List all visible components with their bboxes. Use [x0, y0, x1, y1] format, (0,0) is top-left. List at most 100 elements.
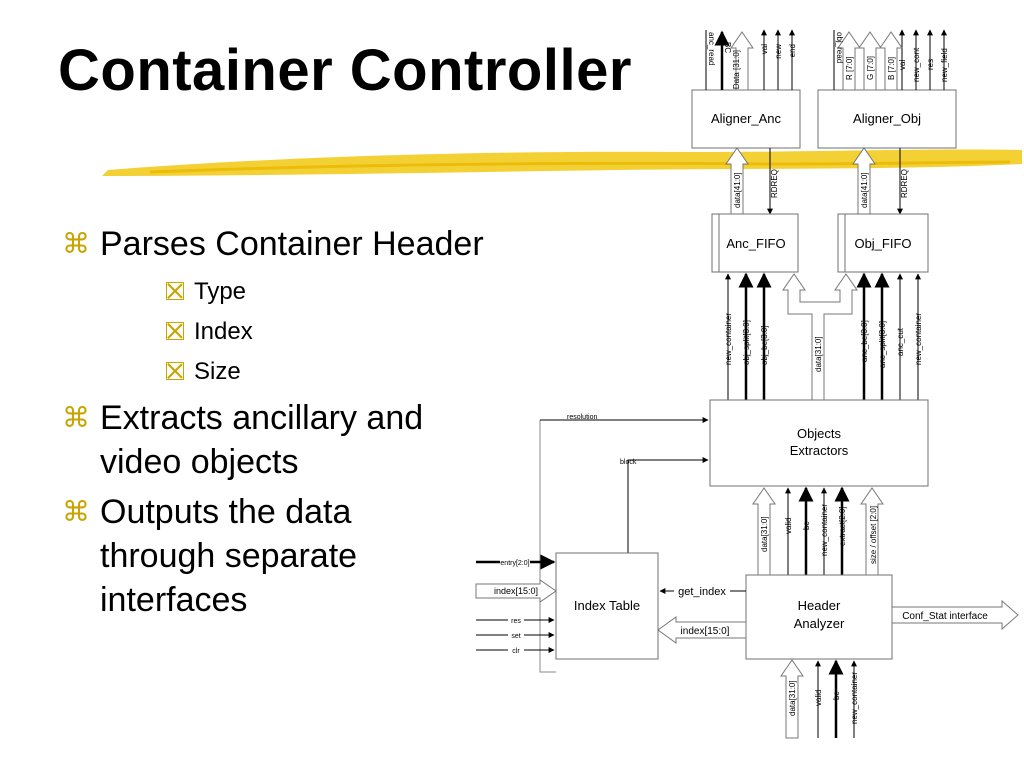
signal-label: data[41:0]	[860, 172, 869, 208]
aligner-obj-label: Aligner_Obj	[853, 111, 921, 126]
signal-label: entry[2:0]	[500, 560, 529, 567]
sub-bullet-text: Type	[194, 278, 247, 305]
bullet-text: Parses Container Header	[100, 225, 484, 263]
header-analyzer-label: Analyzer	[794, 616, 845, 631]
signal-label: get_index	[678, 586, 726, 598]
obj-fifo-block	[837, 213, 929, 273]
signal-label: data[31:0]	[814, 336, 823, 372]
signal-label: bc	[802, 522, 811, 530]
signal-label: extract[2:0]	[838, 506, 847, 546]
sub-bullet-text: Index	[194, 318, 253, 345]
slide-title: Container Controller	[58, 38, 632, 103]
aligner-anc-signals	[705, 29, 795, 90]
data-bus-arrow	[780, 659, 804, 739]
signal-label: RDREQ	[900, 169, 909, 198]
signal-label: BC	[723, 42, 732, 53]
signal-label: R [7:0]	[845, 56, 854, 80]
obj-fifo-label: Obj_FIFO	[854, 236, 911, 251]
signal-label: resolution	[567, 414, 597, 421]
data-bus-split-arrow	[782, 273, 858, 401]
signal-label: res	[511, 618, 521, 625]
signal-label: anc_read	[707, 32, 716, 65]
entry-label-bg	[500, 557, 530, 567]
data-bus-arrow	[879, 31, 903, 91]
anc-fifo-block	[711, 213, 799, 273]
signal-label: index[15:0]	[494, 586, 538, 596]
signal-label: Data [31:0]	[732, 50, 741, 89]
bullet-item: ⌘ Parses Container Header	[62, 222, 582, 266]
data-bus-arrow	[752, 487, 776, 576]
signal-label: set	[511, 633, 520, 640]
bullet-item: ⌘ Outputs the data through separate inte…	[62, 490, 430, 622]
sub-bullet-item: Size	[166, 352, 582, 392]
signal-label: new_container	[724, 313, 733, 365]
data-bus-arrow	[837, 31, 861, 91]
index-bus-arrow	[475, 579, 557, 603]
signal-label: val	[760, 44, 769, 54]
bullet-text: Extracts ancillary and video objects	[100, 399, 424, 481]
highlight-brush-stroke	[149, 160, 1011, 174]
bullet-text: Outputs the data through separate interf…	[100, 493, 358, 619]
aligner-obj-signals	[833, 29, 947, 90]
header-analyzer-label: Header	[798, 598, 841, 613]
fifo-input-signals	[725, 272, 921, 400]
aligner-anc-label: Aligner_Anc	[711, 111, 782, 126]
signal-label: Conf_Stat interface	[902, 611, 988, 622]
signal-label: bc	[832, 692, 841, 700]
signal-label: clr	[512, 648, 520, 655]
signal-label: obj_be[3:0]	[760, 325, 769, 365]
objects-extractors-label: Extractors	[790, 443, 849, 458]
command-key-icon: ⌘	[62, 227, 90, 260]
sub-bullet-item: Index	[166, 312, 582, 352]
signal-label: valid	[814, 690, 823, 706]
extractor-side-signals	[539, 417, 709, 673]
aligner-obj-block	[817, 89, 957, 149]
signal-label: block	[620, 459, 637, 466]
analyzer-input-signals	[815, 659, 857, 738]
signal-label: data[31:0]	[760, 516, 769, 552]
signal-label: new_container	[850, 672, 859, 724]
signal-label: size / offset [2:0]	[869, 506, 878, 564]
data-bus-arrow	[860, 487, 884, 576]
index-table-block	[555, 552, 659, 660]
data-bus-arrow	[725, 147, 749, 215]
checkbox-x-icon	[166, 362, 184, 380]
signal-label: G [7:0]	[866, 56, 875, 80]
data-bus-arrow	[858, 31, 882, 91]
aligner-anc-block	[691, 89, 801, 149]
sub-bullet-item: Type	[166, 272, 582, 312]
signal-label: anc_cut	[896, 327, 905, 356]
signal-label: new_container	[820, 504, 829, 556]
data-bus-arrow	[852, 147, 876, 215]
signal-label: data[41:0]	[733, 172, 742, 208]
signal-label: val	[898, 60, 907, 70]
checkbox-x-icon	[166, 282, 184, 300]
sub-bullet-text: Size	[194, 358, 241, 385]
signal-label: new_container	[914, 313, 923, 365]
signal-label: RDREQ	[770, 169, 779, 198]
command-key-icon: ⌘	[62, 495, 90, 528]
signal-label: obj_split[3:0]	[742, 320, 751, 365]
signal-label: end	[788, 44, 797, 57]
index-table-label: Index Table	[574, 598, 640, 613]
conf-stat-bus-arrow	[891, 599, 1019, 631]
bullet-list: ⌘ Parses Container Header Type Index Siz…	[62, 222, 582, 628]
data-bus-arrow	[730, 31, 754, 91]
signal-label: index[15:0]	[681, 626, 730, 637]
anc-fifo-label: Anc_FIFO	[726, 236, 785, 251]
signal-label: anc_split[3:0]	[878, 321, 887, 368]
signal-label: data[31:0]	[788, 680, 797, 716]
bullet-item: ⌘ Extracts ancillary and video objects	[62, 396, 500, 484]
signal-label: anc_be[3:0]	[860, 320, 869, 362]
signal-label: B [7:0]	[887, 57, 896, 80]
index-return-bus-arrow	[657, 616, 747, 644]
signal-label: new_cont	[912, 47, 921, 82]
signal-label: new	[774, 44, 783, 59]
signal-label: obj_read	[835, 32, 844, 63]
checkbox-x-icon	[166, 322, 184, 340]
analyzer-extractor-signals	[785, 486, 850, 575]
signal-label: new_field	[940, 48, 949, 82]
command-key-icon: ⌘	[62, 401, 90, 434]
signal-label: res	[926, 59, 935, 70]
